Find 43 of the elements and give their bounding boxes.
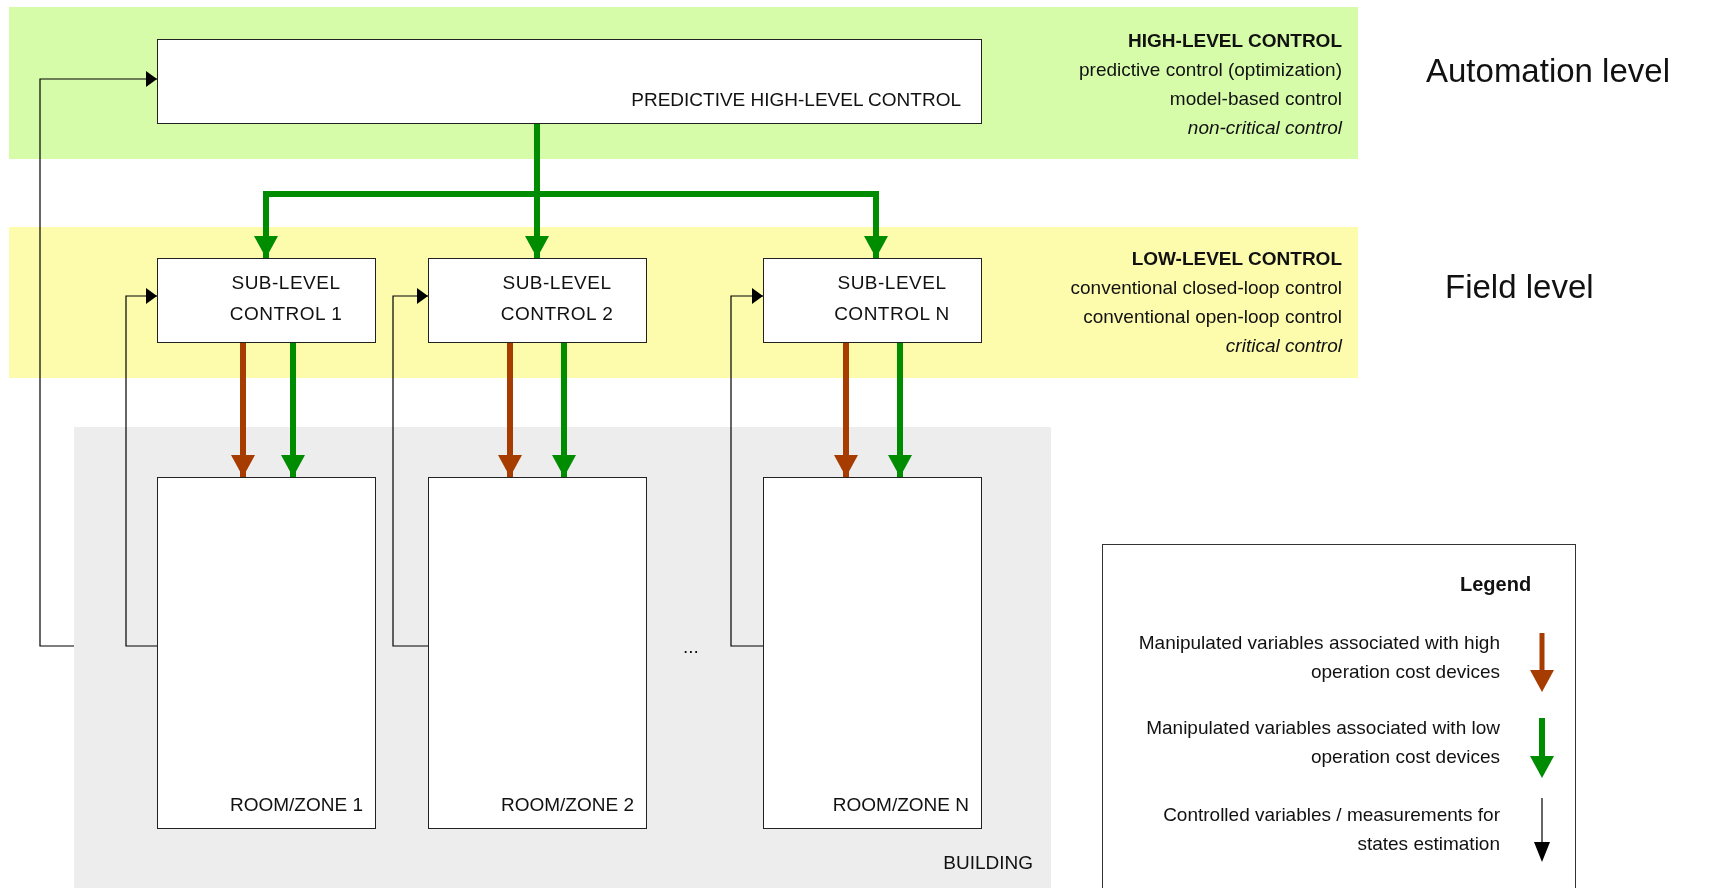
- band-heading: HIGH-LEVEL CONTROL: [1127, 29, 1342, 53]
- control-box: [157, 39, 982, 124]
- band-note: conventional open-loop control: [1082, 305, 1342, 329]
- arrow: [281, 343, 305, 477]
- node-label: ROOM/ZONE 1: [230, 793, 363, 818]
- arrow: [834, 343, 858, 477]
- building-area: [74, 427, 1051, 888]
- band-note: critical control: [1224, 334, 1342, 358]
- legend-text: Manipulated variables associated with high operation cost devices: [1137, 631, 1500, 684]
- node-label: SUB-LEVEL CONTROL 1: [228, 271, 344, 326]
- level-label: Field level: [1445, 268, 1594, 306]
- node-label: BUILDING: [943, 851, 1033, 875]
- ellipsis: ...: [683, 636, 699, 658]
- arrow: [552, 343, 576, 477]
- arrow: [392, 288, 429, 647]
- legend-title: Legend: [1460, 573, 1532, 596]
- legend-text: Controlled variables / measurements for states estimation: [1162, 803, 1500, 856]
- level-band: [9, 7, 1358, 159]
- arrow: [231, 343, 255, 477]
- arrow: [498, 343, 522, 477]
- control-box: [428, 258, 647, 343]
- arrow: [888, 343, 912, 477]
- level-band: [9, 227, 1358, 378]
- band-note: non-critical control: [1186, 116, 1342, 140]
- room-box: [157, 477, 376, 829]
- arrow: [125, 288, 158, 647]
- band-note: model-based control: [1168, 87, 1342, 111]
- room-box: [428, 477, 647, 829]
- arrow: [39, 71, 158, 647]
- node-label: ROOM/ZONE 2: [501, 793, 634, 818]
- level-label: Automation level: [1426, 52, 1670, 90]
- node-label: SUB-LEVEL CONTROL 2: [499, 271, 615, 326]
- band-heading: LOW-LEVEL CONTROL: [1130, 247, 1342, 271]
- room-box: [763, 477, 982, 829]
- band-note: predictive control (optimization): [1079, 58, 1342, 82]
- band-note: conventional closed-loop control: [1070, 276, 1342, 300]
- arrow: [730, 288, 764, 647]
- control-box: [763, 258, 982, 343]
- node-label: ROOM/ZONE N: [832, 793, 969, 818]
- node-label: PREDICTIVE HIGH-LEVEL CONTROL: [631, 88, 961, 113]
- control-box: [157, 258, 376, 343]
- legend-text: Manipulated variables associated with low operation cost devices: [1145, 716, 1500, 769]
- node-label: SUB-LEVEL CONTROL N: [833, 271, 951, 326]
